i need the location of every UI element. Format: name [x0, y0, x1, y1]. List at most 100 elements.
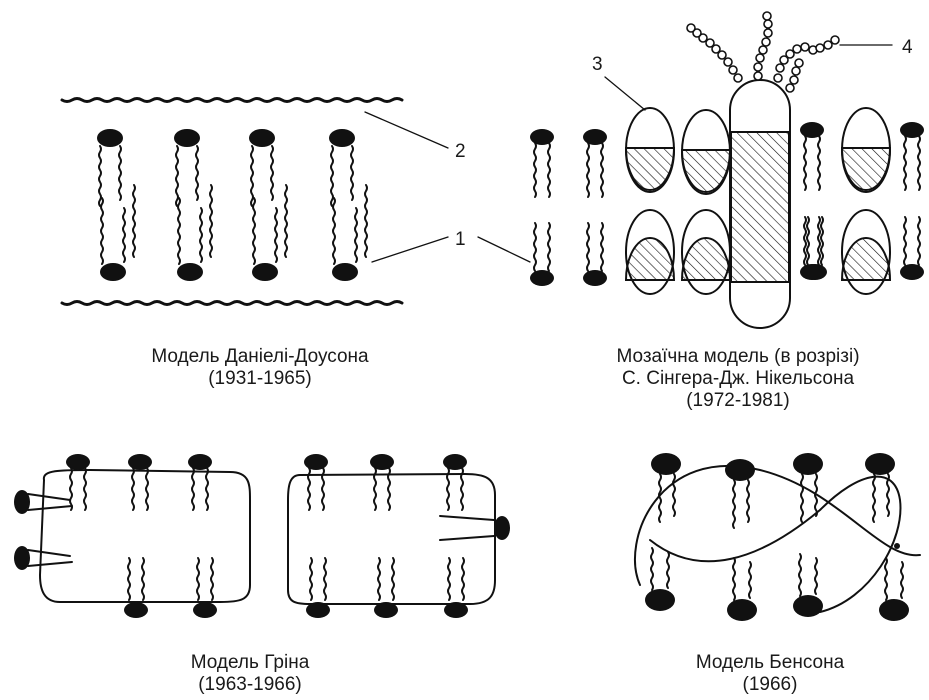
green-protein-block	[40, 470, 250, 602]
lipid-tail	[392, 558, 394, 600]
glycocalyx-bead	[734, 74, 742, 82]
phospholipid-head	[304, 454, 328, 470]
lipid-tail	[28, 506, 72, 510]
lipid-tail	[123, 208, 125, 262]
lipid-tail	[324, 558, 326, 600]
lipid-tail	[351, 146, 353, 200]
phospholipid-head	[651, 453, 681, 475]
phospholipid-head	[583, 270, 607, 286]
caption-benson-years: (1966)	[630, 674, 910, 696]
protein-hydrophobic-part	[842, 148, 890, 190]
lipid-tail	[275, 208, 277, 262]
glycocalyx-bead	[756, 54, 764, 62]
lipid-tail	[196, 146, 198, 200]
lipid-tail	[378, 558, 380, 600]
green-lipid-bottom	[444, 558, 468, 618]
lipid-tail	[285, 185, 287, 257]
lipid-tail	[197, 558, 199, 600]
caption-mosaic-title: Мозаїчна модель (в розрізі)	[548, 346, 928, 368]
glycocalyx-bead	[763, 12, 771, 20]
lipid-tail	[206, 468, 208, 510]
caption-green: Модель Гріна (1963-1966)	[100, 652, 400, 696]
phospholipid-head	[793, 595, 823, 617]
green-lipid-top	[188, 454, 212, 510]
oligosaccharide-chain	[754, 12, 772, 80]
phospholipid-head	[727, 599, 757, 621]
lipid-tail	[192, 468, 194, 510]
lipid-tail	[322, 468, 324, 510]
protein-hydrophobic-part	[626, 148, 674, 190]
protein-layer-bottom	[62, 302, 402, 305]
glycocalyx-bead	[792, 67, 800, 75]
glycocalyx-bead	[790, 76, 798, 84]
phospholipid-head	[97, 129, 123, 147]
caption-green-years: (1963-1966)	[100, 674, 400, 696]
lipid-tail	[901, 562, 903, 598]
peripheral-protein-top	[626, 108, 674, 192]
lipid-tail	[587, 143, 589, 197]
caption-benson: Модель Бенсона (1966)	[630, 652, 910, 696]
glycocalyx-bead	[754, 63, 762, 71]
lipid-tail	[210, 185, 212, 257]
leader-line-1b	[478, 237, 530, 262]
leader-line-3	[605, 77, 645, 110]
label-4: 4	[902, 37, 913, 58]
peripheral-protein-top	[842, 108, 890, 192]
glycocalyx-bead	[759, 46, 767, 54]
glycocalyx-bead	[816, 44, 824, 52]
lipid-tail	[146, 468, 148, 510]
lipid-tail	[821, 217, 823, 265]
green-model	[14, 454, 510, 618]
mosaic-lipid-top	[583, 129, 607, 197]
integral-protein	[730, 80, 790, 328]
green-lipid-bottom	[124, 558, 148, 618]
lipid-tail	[440, 536, 494, 540]
lipid-tail	[461, 468, 463, 510]
green-lipid-side	[14, 546, 72, 570]
phospholipid-head	[725, 459, 755, 481]
lipid-tail	[374, 468, 376, 510]
green-lipid-top	[304, 454, 328, 510]
benson-lipid	[793, 453, 823, 617]
green-lipid-top	[370, 454, 394, 510]
caption-green-title: Модель Гріна	[100, 652, 400, 674]
phospholipid-head	[100, 263, 126, 281]
benson-lipid	[645, 453, 681, 611]
green-lipid-bottom	[374, 558, 398, 618]
lipid-tail	[904, 136, 906, 190]
phospholipid-head	[252, 263, 278, 281]
phospholipid-head	[800, 122, 824, 138]
benson-junction-dot	[894, 543, 900, 549]
mosaic-lipid-bottom	[530, 223, 554, 286]
peripheral-protein-bottom	[626, 210, 674, 294]
lipid-tail	[447, 468, 449, 510]
lipid-tail	[887, 474, 889, 516]
lipid-tail	[548, 143, 550, 197]
mosaic-lipid-bottom	[583, 223, 607, 286]
phospholipid-head	[530, 129, 554, 145]
lipid-tail	[355, 208, 357, 262]
lipid-tail	[587, 223, 589, 271]
lipid-tail	[251, 146, 253, 206]
glycocalyx-bead	[762, 38, 770, 46]
phospholipid-head	[803, 264, 827, 280]
phospholipid-head	[329, 129, 355, 147]
lipid-tail	[119, 146, 121, 200]
benson-protein-strand	[635, 466, 920, 585]
lipid-tail	[667, 552, 669, 588]
oligosaccharide-chain	[774, 36, 839, 82]
lipid-tail	[749, 562, 751, 598]
green-lipid-bottom	[193, 558, 217, 618]
lipid-tail	[142, 558, 144, 600]
lipid-tail	[733, 558, 735, 600]
lipid-tail	[101, 198, 103, 264]
green-lipid-top	[443, 454, 467, 510]
lipid-tail	[333, 198, 335, 264]
glycocalyx-bead	[793, 45, 801, 53]
glycocalyx-bead	[764, 29, 772, 37]
lipid-tail	[462, 558, 464, 600]
protein-hydrophobic-part	[682, 150, 730, 192]
caption-dawson-title: Модель Даніелі-Доусона	[60, 346, 460, 368]
lipid-tail	[918, 136, 920, 190]
lipid-tail	[659, 474, 661, 522]
